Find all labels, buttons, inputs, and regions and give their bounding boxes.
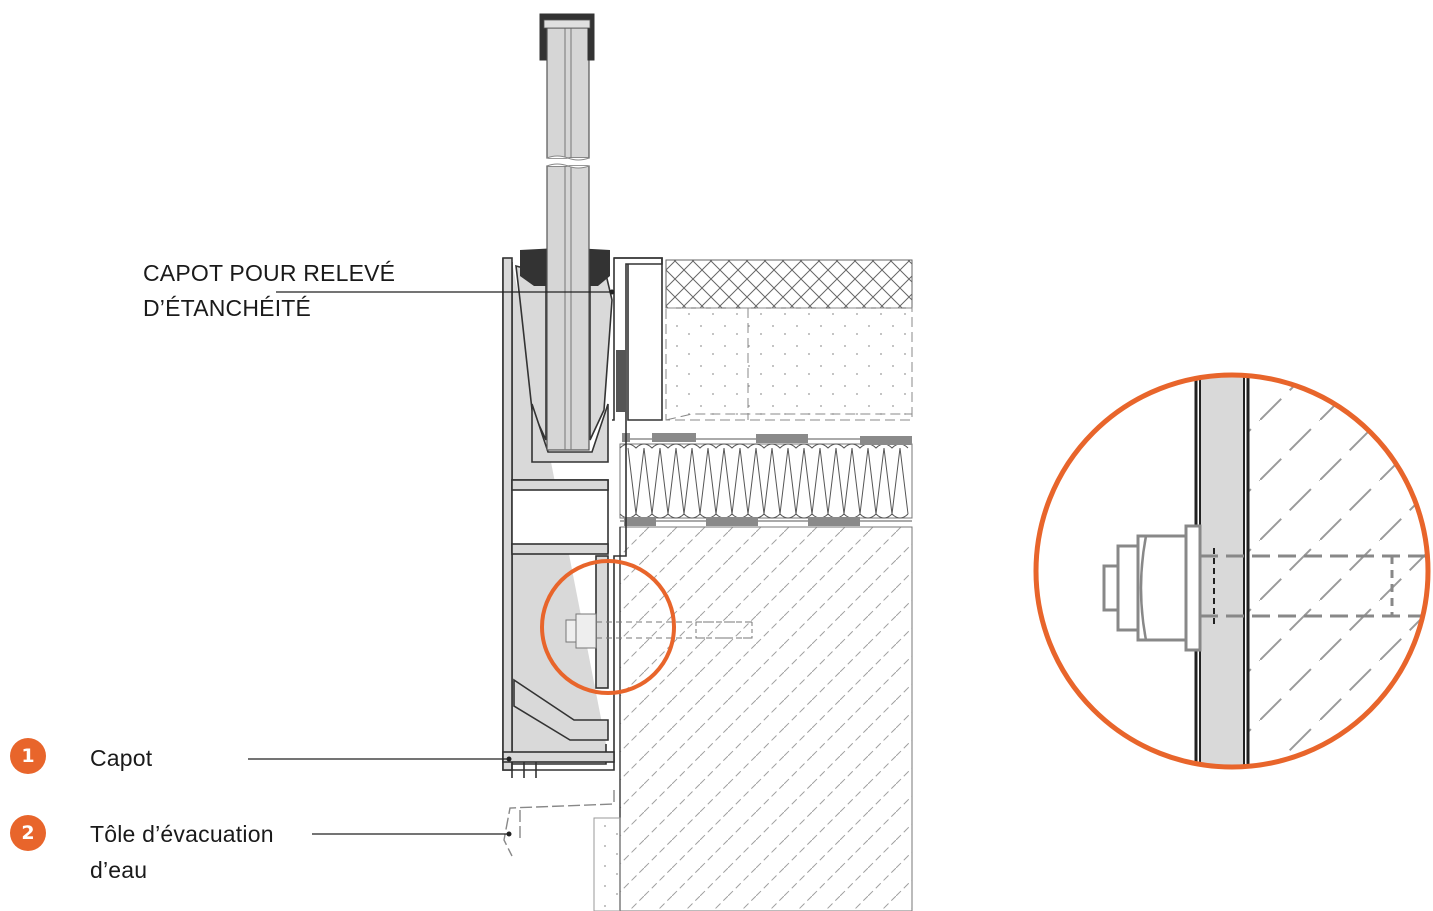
legend-badge-1: 1 bbox=[10, 738, 46, 774]
insulation-layer bbox=[619, 443, 913, 519]
glass-pane bbox=[546, 27, 590, 451]
concrete-slab bbox=[619, 526, 913, 911]
zoom-detail bbox=[1036, 375, 1428, 767]
detail-marker-circle bbox=[540, 559, 676, 695]
legend-badge-2: 2 bbox=[10, 815, 46, 851]
membrane-lower bbox=[620, 517, 912, 526]
callout-capot-releve-line1: CAPOT POUR RELEVÉ bbox=[143, 260, 396, 286]
callout-capot-releve-line2: D’ÉTANCHÉITÉ bbox=[143, 295, 312, 321]
drip-plate bbox=[503, 790, 615, 857]
membrane-upper bbox=[622, 433, 912, 445]
paving-layer bbox=[665, 259, 913, 421]
zoom-detail-circle bbox=[1033, 372, 1431, 770]
legend-text-2: Tôle d’évacuation d’eau bbox=[90, 821, 274, 883]
legend-text-1: Capot bbox=[90, 745, 153, 771]
lower-block bbox=[593, 817, 621, 911]
anchor-bolt bbox=[565, 613, 756, 649]
